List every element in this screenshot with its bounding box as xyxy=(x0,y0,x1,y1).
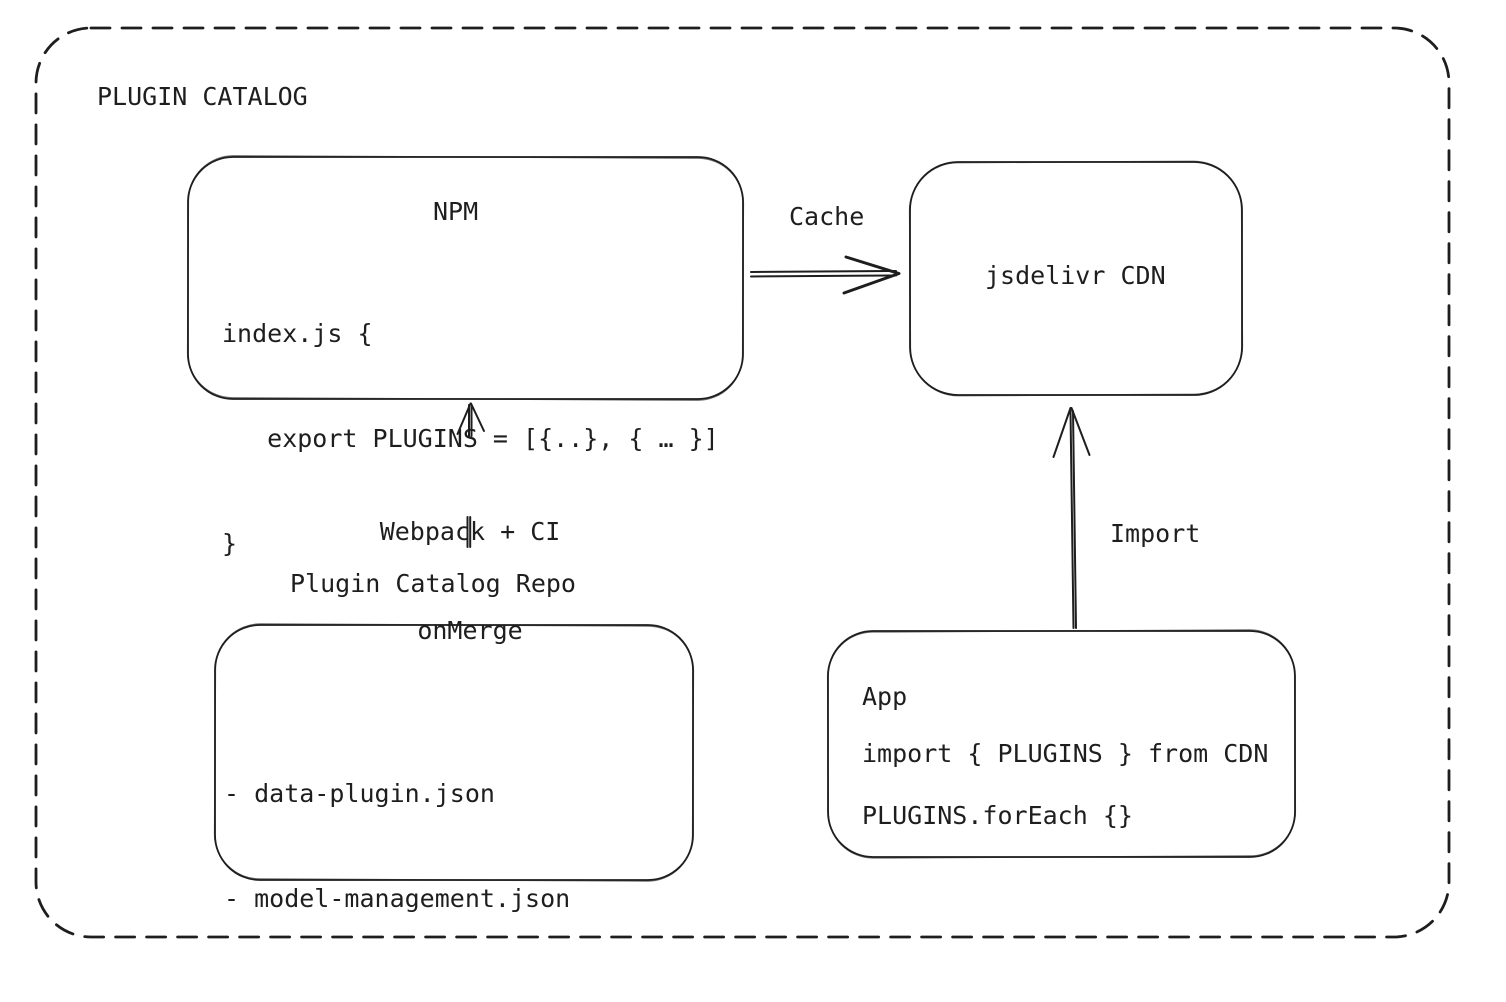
import-arrow xyxy=(1052,407,1091,629)
cdn-box xyxy=(908,160,1244,397)
repo-file-item: - model-management.json xyxy=(224,884,571,913)
npm-code-line: index.js { xyxy=(222,319,373,348)
build-arrow xyxy=(456,402,485,548)
build-arrow-label: Webpack + CI onMerge xyxy=(320,449,620,713)
app-code-line: PLUGINS.forEach {} xyxy=(862,801,1133,830)
app-code-line: import { PLUGINS } from CDN xyxy=(862,739,1269,768)
repo-box xyxy=(213,623,695,882)
import-arrow-label: Import xyxy=(1110,519,1201,548)
repo-title: Plugin Catalog Repo xyxy=(290,569,576,598)
cdn-box-label: jsdelivr CDN xyxy=(985,261,1166,290)
build-arrow-label-line2: onMerge xyxy=(417,616,523,645)
cache-arrow xyxy=(750,255,901,295)
plugin-catalog-boundary xyxy=(34,26,1451,939)
diagram-title: PLUGIN CATALOG xyxy=(97,82,308,111)
app-box-title: App xyxy=(862,682,908,711)
npm-code-block: index.js { export PLUGINS = [{..}, { … }… xyxy=(222,246,719,631)
npm-code-line: export PLUGINS = [{..}, { … }] xyxy=(222,424,719,453)
npm-code-line: } xyxy=(222,529,238,558)
repo-file-item: … xyxy=(224,986,570,1002)
npm-box-title: NPM xyxy=(433,197,479,226)
cache-arrow-label: Cache xyxy=(789,202,865,231)
repo-file-item: - data-plugin.json xyxy=(224,779,495,808)
app-box xyxy=(826,629,1297,859)
npm-box xyxy=(186,155,745,401)
build-arrow-label-line1: Webpack + CI xyxy=(379,517,561,546)
repo-file-list: - data-plugin.json - model-management.js… xyxy=(224,706,570,1002)
